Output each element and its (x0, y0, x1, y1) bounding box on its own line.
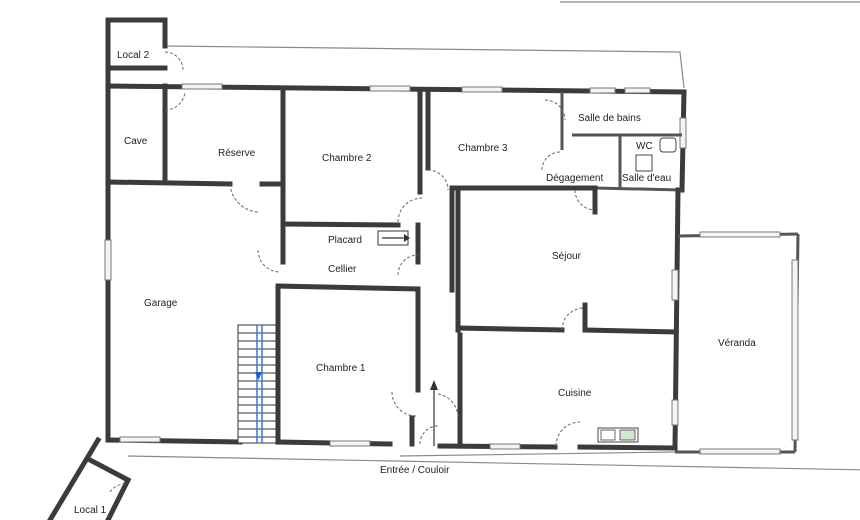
door-chambre2 (397, 197, 423, 223)
door-sejour-cuisine (561, 307, 585, 331)
cellier-south-wall (275, 283, 421, 292)
annex-outline (164, 45, 685, 89)
door-sdb (544, 99, 566, 121)
door-local2 (164, 51, 184, 71)
room-label-cave: Cave (124, 136, 148, 147)
window-sde (679, 117, 687, 149)
sde-south-wall (594, 186, 683, 192)
door-cuisine-ext (555, 421, 581, 447)
room-label-chambre3: Chambre 3 (458, 143, 508, 154)
window-chambre3 (461, 86, 503, 93)
window-sejour (671, 269, 679, 301)
room-label-reserve: Réserve (218, 148, 256, 159)
window-garage (119, 436, 161, 443)
veranda-walls (675, 231, 800, 455)
window-cuisine (671, 399, 679, 426)
cave-south-wall (105, 179, 233, 187)
window-cuisine-south (489, 443, 521, 450)
door-entree (419, 425, 439, 445)
door-sejour-top (574, 189, 596, 211)
sejour-south-wall (455, 325, 565, 333)
window-sdb (589, 87, 616, 94)
room-label-cuisine: Cuisine (558, 388, 592, 399)
door-cuisine (437, 393, 459, 419)
door-cave (164, 91, 186, 111)
room-label-sejour: Séjour (552, 251, 582, 262)
room-label-salle-eau: Salle d'eau (622, 173, 671, 184)
room-label-veranda: Véranda (718, 338, 756, 349)
sink-fixture (597, 427, 639, 443)
door-cellier-garage (257, 249, 281, 273)
room-label-local1: Local 1 (74, 505, 107, 516)
window-chambre1 (329, 440, 371, 447)
room-label-garage: Garage (144, 298, 178, 309)
room-label-entree: Entrée / Couloir (380, 465, 450, 476)
door-chambre1 (391, 391, 417, 417)
door-degagement (541, 151, 561, 171)
shower-fixture (635, 154, 653, 172)
cuisine-south-wall-2 (577, 444, 678, 451)
room-label-placard: Placard (328, 235, 362, 246)
wc-fixture (659, 137, 677, 153)
room-label-salle-de-bains: Salle de bains (578, 113, 641, 124)
room-label-local2: Local 2 (117, 50, 150, 61)
window-sdb-2 (624, 87, 651, 94)
window-reserve (181, 83, 223, 90)
staircase (237, 324, 277, 444)
room-label-chambre1: Chambre 1 (316, 363, 366, 374)
window-garage-west (104, 239, 112, 281)
room-label-cellier: Cellier (328, 264, 357, 275)
door-local1 (109, 483, 127, 493)
door-cellier (397, 254, 419, 276)
sejour-south-wall-2 (582, 327, 678, 335)
entry-step (399, 451, 676, 457)
room-label-chambre2: Chambre 2 (322, 153, 372, 164)
window-chambre2 (369, 85, 411, 92)
door-chambre3 (427, 169, 449, 191)
room-label-degagement: Dégagement (546, 173, 603, 184)
local2-walls (105, 17, 168, 443)
local1-walls (47, 436, 860, 520)
door-reserve (229, 183, 259, 213)
room-label-wc: WC (636, 141, 653, 152)
chambre2-south-wall (280, 221, 401, 228)
